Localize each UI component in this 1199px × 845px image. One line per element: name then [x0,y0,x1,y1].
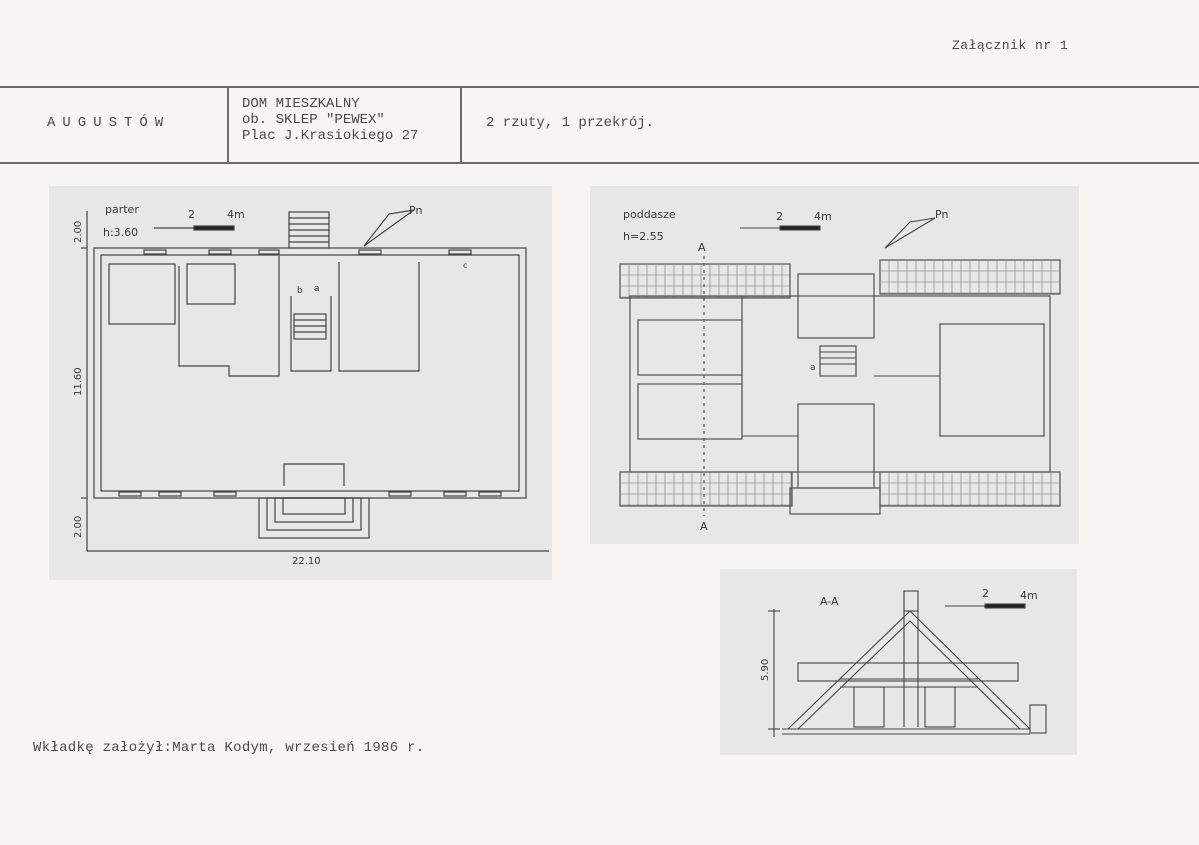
roof-slope-band [619,263,791,299]
door [853,686,885,728]
outer-wall [93,247,527,499]
ground-floor-plan-drawing: parter h:3.60 2 4m Pn b a c 2.00 11.60 2… [73,203,549,567]
scale-label-4: 4m [1020,589,1038,602]
scale-label-2: 2 [982,587,989,600]
header-divider [460,88,462,162]
room [637,383,743,440]
town-name: AUGUSTÓW [47,115,171,131]
section-label: A-A [820,595,839,608]
room [797,273,875,339]
door [924,686,956,728]
room-wall [338,262,420,372]
section-sheet: A-A 2 4m 5.90 [720,569,1077,755]
room [186,263,236,305]
dim-width: 22.10 [292,556,321,567]
floor-height: h=2.55 [623,230,664,243]
scale-label-2: 2 [188,208,195,221]
room [939,323,1045,437]
attic-plan-drawing: poddasze h=2.55 2 4m Pn A A a [619,208,1061,533]
building-line-1: DOM MIESZKALNY [242,96,360,112]
section-drawing: A-A 2 4m 5.90 [760,587,1047,737]
mark-a: a [314,284,320,294]
mark-c: c [463,261,467,270]
scale-label-2: 2 [776,210,783,223]
ground-floor-plan-sheet: parter h:3.60 2 4m Pn b a c 2.00 11.60 2… [49,186,552,580]
scale-label-4: 4m [227,208,245,221]
attic-plan-sheet: poddasze h=2.55 2 4m Pn A A a [590,186,1079,544]
north-arrow [363,209,415,247]
mark-b: b [297,286,303,296]
floor-label: parter [105,203,139,216]
north-label: Pn [409,204,422,217]
building-description: DOM MIESZKALNY ob. SKLEP "PEWEX" Plac J.… [242,96,418,144]
attic-outline [629,295,1051,473]
room [637,319,743,376]
building-line-3: Plac J.Krasiokiego 27 [242,128,419,144]
dim-bottom: 2.00 [73,516,84,538]
dim-height: 5.90 [760,659,771,681]
balcony [789,487,881,515]
roof-outline [787,610,1031,730]
dim-top: 2.00 [73,221,84,243]
section-mark-top: A [698,241,706,254]
room [108,263,176,325]
north-label: Pn [935,208,948,221]
footer-note: Wkładkę założył:Marta Kodym, wrzesień 19… [33,740,425,756]
section-mark-bottom: A [700,520,708,533]
north-arrow [884,217,936,249]
building-line-2: ob. SKLEP "PEWEX" [242,112,385,128]
scale-label-4: 4m [814,210,832,223]
dim-middle: 11.60 [73,367,84,396]
floor-label: poddasze [623,208,676,221]
catalog-header: AUGUSTÓW DOM MIESZKALNY ob. SKLEP "PEWEX… [0,86,1199,164]
stair-hall [290,296,332,372]
porch [283,463,345,486]
inner-wall [100,254,520,492]
chimney [903,590,919,612]
roof-slope-band [619,471,793,507]
drawings-count: 2 rzuty, 1 przekrój. [486,115,655,131]
annex-label: Załącznik nr 1 [952,38,1069,53]
stair [819,345,857,377]
mark-a: a [810,363,816,373]
floor-height: h:3.60 [103,226,138,239]
room [797,403,875,489]
room-wall [178,256,280,377]
eaves [797,662,1019,682]
header-divider [227,88,229,162]
